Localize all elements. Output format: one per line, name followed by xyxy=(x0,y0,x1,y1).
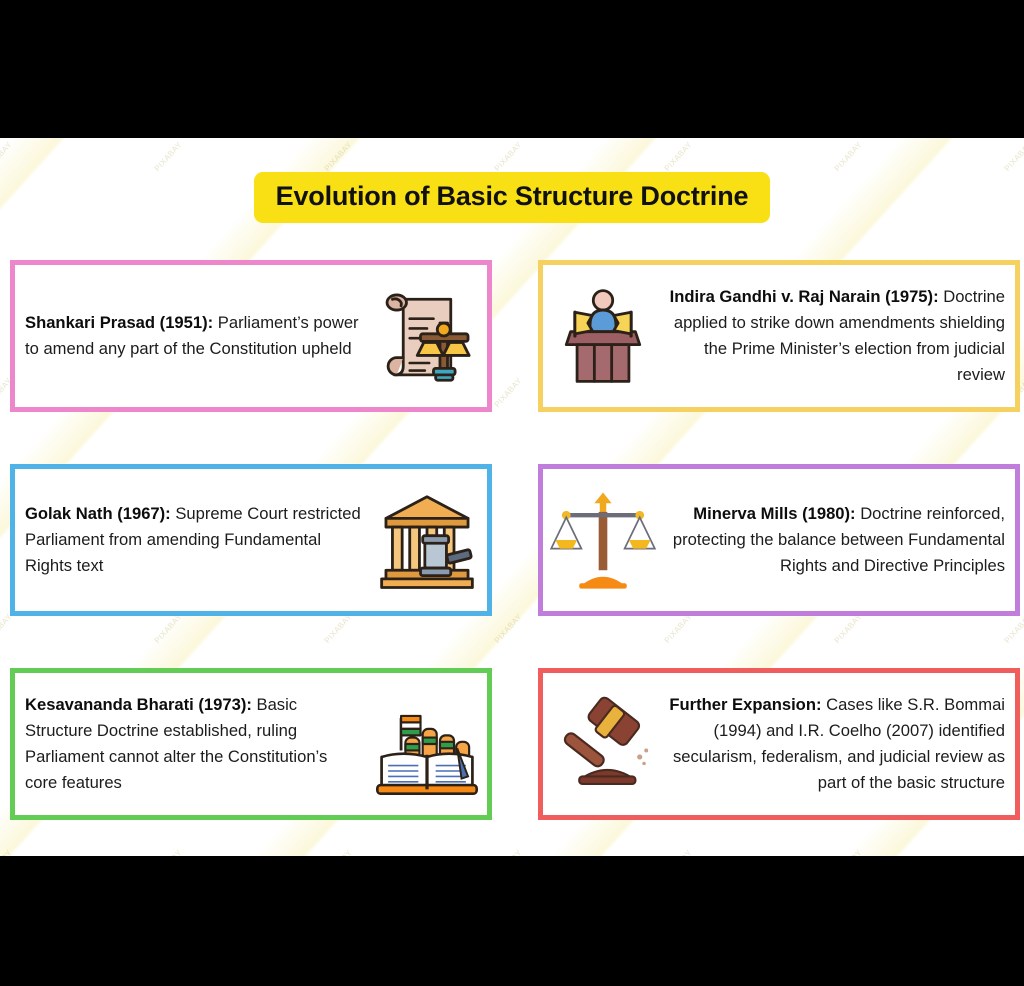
card-text: Minerva Mills (1980): Doctrine reinforce… xyxy=(663,499,1009,582)
scroll-scales-icon xyxy=(373,280,481,392)
balance-scales-icon xyxy=(549,484,657,596)
watermark-label: PIXABAY xyxy=(833,848,864,856)
card-body: Cases like S.R. Bommai (1994) and I.R. C… xyxy=(672,694,1005,793)
card-heading: Minerva Mills (1980): xyxy=(693,503,856,523)
card-text: Shankari Prasad (1951): Parliament’s pow… xyxy=(21,308,367,364)
book-fists-flag-icon xyxy=(373,688,481,800)
card-body: Parliament’s power to amend any part of … xyxy=(25,312,359,358)
card-inner: Indira Gandhi v. Raj Narain (1975): Doct… xyxy=(549,280,1009,392)
page-title: Evolution of Basic Structure Doctrine xyxy=(253,172,771,223)
watermark-label: PIXABAY xyxy=(492,139,524,174)
card-body: Doctrine applied to strike down amendmen… xyxy=(673,286,1005,385)
card-golak-nath: Golak Nath (1967): Supreme Court restric… xyxy=(10,464,492,616)
card-shankari-prasad: Shankari Prasad (1951): Parliament’s pow… xyxy=(10,260,492,412)
card-heading: Kesavananda Bharati (1973): xyxy=(25,694,252,714)
card-text: Indira Gandhi v. Raj Narain (1975): Doct… xyxy=(663,282,1009,391)
page-title-container: Evolution of Basic Structure Doctrine xyxy=(0,172,1024,223)
card-body: Doctrine reinforced, protecting the bala… xyxy=(672,503,1005,576)
podium-speaker-icon xyxy=(549,280,657,392)
card-inner: Minerva Mills (1980): Doctrine reinforce… xyxy=(549,484,1009,596)
card-kesavananda-bharati: Kesavananda Bharati (1973): Basic Struct… xyxy=(10,668,492,820)
watermark-label: PIXABAY xyxy=(1003,848,1024,856)
watermark-label: PIXABAY xyxy=(0,848,14,856)
watermark-label: PIXABAY xyxy=(152,139,184,174)
card-heading: Indira Gandhi v. Raj Narain (1975): xyxy=(669,286,939,306)
card-inner: Kesavananda Bharati (1973): Basic Struct… xyxy=(21,688,481,800)
card-heading: Further Expansion: xyxy=(669,694,822,714)
watermark-label: PIXABAY xyxy=(1002,139,1024,174)
card-inner: Golak Nath (1967): Supreme Court restric… xyxy=(21,484,481,596)
watermark-label: PIXABAY xyxy=(663,848,694,856)
card-inner: Shankari Prasad (1951): Parliament’s pow… xyxy=(21,280,481,392)
card-text: Further Expansion: Cases like S.R. Bomma… xyxy=(663,690,1009,799)
watermark-label: PIXABAY xyxy=(153,848,184,856)
watermark-label: PIXABAY xyxy=(493,848,524,856)
infographic-canvas: PIXABAY PIXABAY PIXABAY PIXABAY PIXABAY PIXAB… xyxy=(0,138,1024,856)
watermark-label: PIXABAY xyxy=(832,139,864,174)
watermark-label: PIXABAY xyxy=(323,848,354,856)
card-inner: Further Expansion: Cases like S.R. Bomma… xyxy=(549,688,1009,800)
card-heading: Shankari Prasad (1951): xyxy=(25,312,214,332)
card-heading: Golak Nath (1967): xyxy=(25,503,171,523)
card-body: Supreme Court restricted Parliament from… xyxy=(25,503,361,576)
letterbox-top-bar xyxy=(0,0,1024,138)
card-text: Golak Nath (1967): Supreme Court restric… xyxy=(21,499,367,582)
card-minerva-mills: Minerva Mills (1980): Doctrine reinforce… xyxy=(538,464,1020,616)
watermark-label: PIXABAY xyxy=(0,139,14,174)
card-grid: Shankari Prasad (1951): Parliament’s pow… xyxy=(10,260,1020,820)
watermark-label: PIXABAY xyxy=(322,139,354,174)
card-text: Kesavananda Bharati (1973): Basic Struct… xyxy=(21,690,367,799)
card-further-expansion: Further Expansion: Cases like S.R. Bomma… xyxy=(538,668,1020,820)
card-indira-gandhi-raj-narain: Indira Gandhi v. Raj Narain (1975): Doct… xyxy=(538,260,1020,412)
watermark-label: PIXABAY xyxy=(662,139,694,174)
card-body: Basic Structure Doctrine established, ru… xyxy=(25,694,328,793)
letterbox-bottom-bar xyxy=(0,856,1024,986)
courthouse-gavel-icon xyxy=(373,484,481,596)
gavel-icon xyxy=(549,688,657,800)
